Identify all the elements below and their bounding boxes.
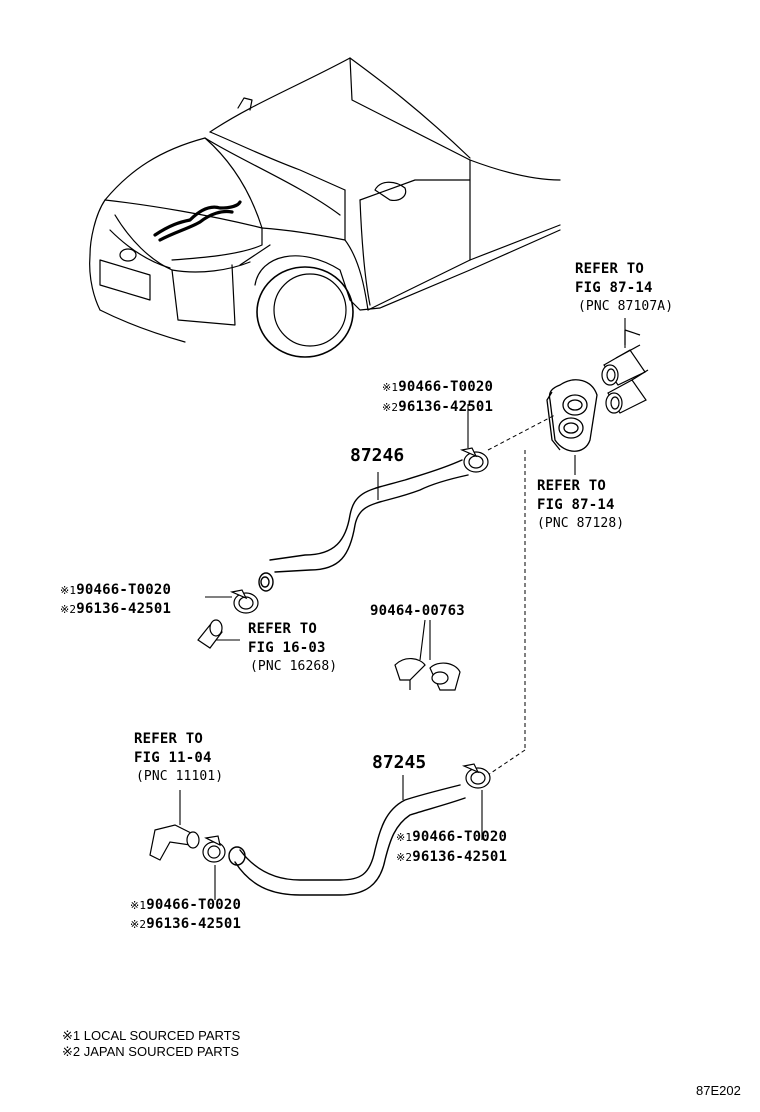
- ref-16-03-line2: FIG 16-03: [248, 640, 326, 656]
- clamp-lower-right: [464, 764, 490, 788]
- lower-right-clamp-japan-label: ※296136-42501: [396, 850, 507, 864]
- clamp-lower-left: [203, 836, 225, 862]
- mark-1: ※1: [396, 831, 413, 844]
- upper-clamp-local-label: ※190466-T0020: [382, 380, 493, 394]
- lower-left-clamp-local-label: ※190466-T0020: [130, 898, 241, 912]
- ref-87-14-b-line2: FIG 87-14: [537, 497, 615, 513]
- mark-1: ※1: [60, 584, 77, 597]
- ref-16-03-line3: (PNC 16268): [250, 659, 338, 674]
- ref-87-14-a-line2: FIG 87-14: [575, 280, 653, 296]
- grommet: [547, 380, 597, 451]
- ref-11-04-line3: (PNC 11101): [136, 769, 224, 784]
- left-clamp-japan-label: ※296136-42501: [60, 602, 171, 616]
- pipe-11-04: [150, 825, 199, 860]
- hose-87246: [259, 460, 468, 591]
- hose-87246-label: 87246: [350, 445, 405, 466]
- lower-left-clamp-japan-label: ※296136-42501: [130, 917, 241, 931]
- mark-2: ※2: [60, 603, 77, 616]
- pipes-upper-right: [602, 330, 648, 413]
- ref-87-14-a-line3: (PNC 87107A): [578, 299, 674, 314]
- note-japan-sourced: ※2 JAPAN SOURCED PARTS: [62, 1044, 240, 1059]
- clamp-left: [232, 590, 258, 613]
- mark-1: ※1: [382, 381, 399, 394]
- ref-16-03-line1: REFER TO: [248, 621, 318, 637]
- mark-2: ※2: [382, 401, 399, 414]
- mark-1: ※1: [130, 899, 147, 912]
- ref-87-14-a-line1: REFER TO: [575, 261, 645, 277]
- part-number: 90466-T0020: [146, 897, 242, 913]
- ref-87-14-b-line3: (PNC 87128): [537, 516, 625, 531]
- ref-87-14-b-line1: REFER TO: [537, 478, 607, 494]
- clip-label: 90464-00763: [370, 603, 465, 619]
- ref-11-04-line1: REFER TO: [134, 731, 204, 747]
- clip-90464: [395, 659, 460, 690]
- pipe-16-03: [198, 620, 222, 648]
- part-number: 90466-T0020: [398, 379, 494, 395]
- mark-2: ※2: [130, 918, 147, 931]
- car-illustration: [90, 58, 560, 357]
- lower-right-clamp-local-label: ※190466-T0020: [396, 830, 507, 844]
- dashed-connectors: [488, 415, 555, 775]
- note-local-sourced: ※1 LOCAL SOURCED PARTS: [62, 1028, 241, 1043]
- ref-11-04-line2: FIG 11-04: [134, 750, 212, 766]
- hose-87245-label: 87245: [372, 752, 427, 773]
- part-number: 96136-42501: [76, 601, 172, 617]
- part-number: 90466-T0020: [412, 829, 508, 845]
- diagram-id: 87E202: [696, 1083, 741, 1098]
- part-number: 90466-T0020: [76, 582, 172, 598]
- part-number: 96136-42501: [146, 916, 242, 932]
- part-number: 96136-42501: [412, 849, 508, 865]
- upper-clamp-japan-label: ※296136-42501: [382, 400, 493, 414]
- left-clamp-local-label: ※190466-T0020: [60, 583, 171, 597]
- mark-2: ※2: [396, 851, 413, 864]
- hose-87245: [229, 785, 465, 895]
- clamp-upper: [462, 448, 488, 472]
- part-number: 96136-42501: [398, 399, 494, 415]
